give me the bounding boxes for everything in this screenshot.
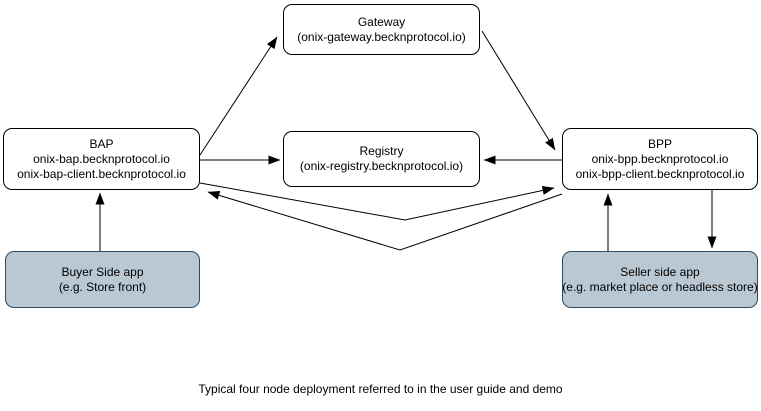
node-registry-host: (onix-registry.becknprotocol.io) xyxy=(299,159,464,173)
node-registry: Registry (onix-registry.becknprotocol.io… xyxy=(283,131,480,187)
node-buyer-title: Buyer Side app xyxy=(61,264,144,279)
arrow-gateway-to-bpp xyxy=(481,30,556,151)
node-seller-side-app: Seller side app (e.g. market place or he… xyxy=(562,251,758,308)
node-bap-client-host: onix-bap-client.becknprotocol.io xyxy=(17,166,186,181)
node-bpp-title: BPP xyxy=(647,136,672,151)
node-bap-title: BAP xyxy=(89,136,114,151)
node-bap: BAP onix-bap.becknprotocol.io onix-bap-c… xyxy=(3,128,200,190)
node-buyer-side-app: Buyer Side app (e.g. Store front) xyxy=(5,251,200,308)
node-buyer-subtitle: (e.g. Store front) xyxy=(58,279,147,294)
arrow-bpp-to-bap xyxy=(207,191,563,251)
arrow-bap-to-bpp xyxy=(199,182,555,221)
node-gateway: Gateway (onix-gateway.becknprotocol.io) xyxy=(283,4,480,55)
node-gateway-host: (onix-gateway.becknprotocol.io) xyxy=(297,29,466,44)
node-bpp-client-host: onix-bpp-client.becknprotocol.io xyxy=(575,166,745,181)
node-bap-host: onix-bap.becknprotocol.io xyxy=(33,151,170,166)
node-gateway-title: Gateway xyxy=(357,14,406,29)
diagram-caption: Typical four node deployment referred to… xyxy=(198,382,563,396)
node-bpp-host: onix-bpp.becknprotocol.io xyxy=(591,151,729,166)
node-seller-title: Seller side app xyxy=(620,264,700,279)
node-registry-title: Registry xyxy=(359,144,404,158)
arrow-bap-to-gateway xyxy=(199,36,278,156)
node-bpp: BPP onix-bpp.becknprotocol.io onix-bpp-c… xyxy=(562,128,758,190)
node-seller-subtitle: (e.g. market place or headless store) xyxy=(562,279,758,294)
